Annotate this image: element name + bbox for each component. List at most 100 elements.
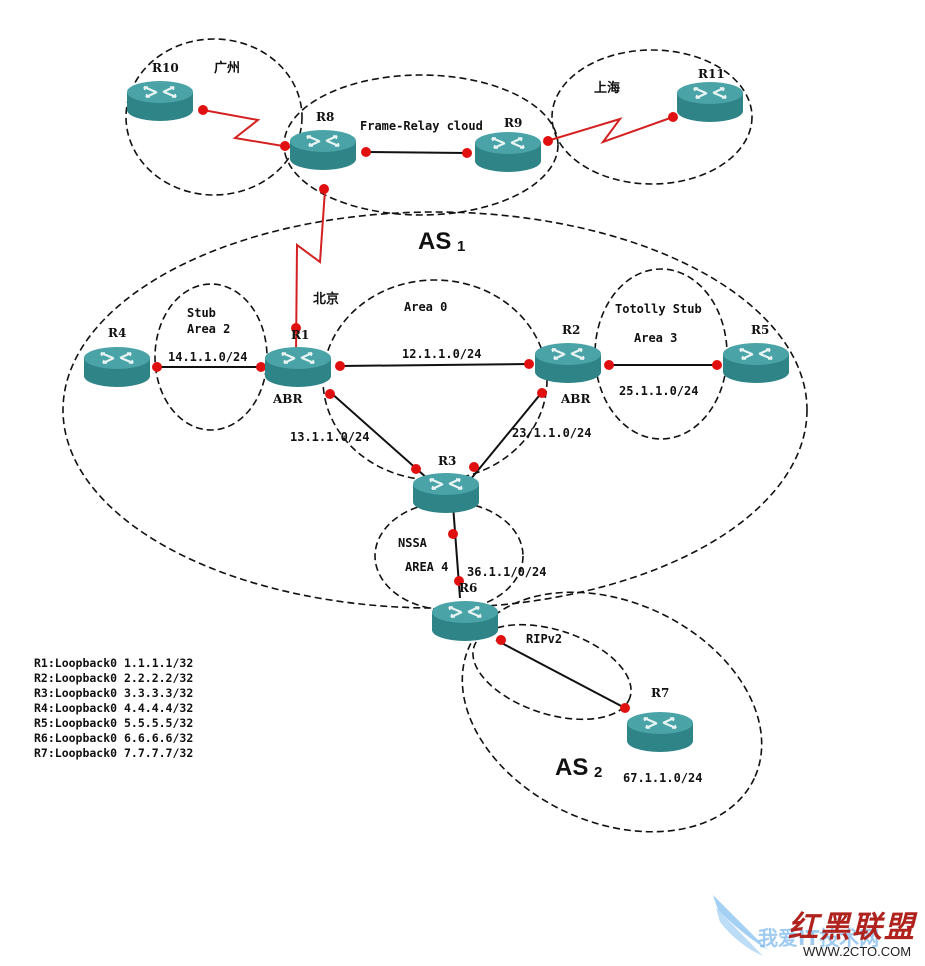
as2-title: AS 2 <box>555 754 602 781</box>
as2-title-main: AS <box>555 754 588 781</box>
port-dot <box>668 112 678 122</box>
loopback-entry: R2:Loopback0 2.2.2.2/32 <box>34 671 194 685</box>
link-r1-r2 <box>339 363 531 367</box>
router-icon-r11[interactable] <box>675 80 745 124</box>
link-r6-r7 <box>495 639 626 709</box>
port-dot <box>448 529 458 539</box>
label-ripv2: RIPv2 <box>526 632 562 646</box>
abr-label-r2: ABR <box>560 392 591 406</box>
watermark-slogan: 我爱IT技术网 <box>758 926 880 950</box>
label-area-2: Area 2 <box>187 322 230 336</box>
router-label-r4: R4 <box>108 326 126 340</box>
port-dot <box>411 464 421 474</box>
loopback-entry: R3:Loopback0 3.3.3.3/32 <box>34 686 194 700</box>
label-nssa: NSSA <box>398 536 428 550</box>
routers <box>82 79 791 754</box>
loopback-entry: R4:Loopback0 4.4.4.4/32 <box>34 701 194 715</box>
router-icon-r4[interactable] <box>82 345 152 389</box>
router-label-r8: R8 <box>316 110 334 124</box>
subnet-label-r2-r3: 23/1.1.0/24 <box>512 426 591 440</box>
watermark-url: WWW.2CTO.COM <box>803 944 912 959</box>
router-icon-r6[interactable] <box>430 599 500 643</box>
label-beijing: 北京 <box>313 291 339 307</box>
router-label-r6: R6 <box>459 581 477 595</box>
watermark: 我爱IT技术网 红黑联盟 WWW.2CTO.COM <box>708 890 923 962</box>
loopback-entry: R6:Loopback0 6.6.6.6/32 <box>34 731 194 745</box>
router-icon-r9[interactable] <box>473 130 543 174</box>
port-dot <box>319 184 329 194</box>
router-label-r10: R10 <box>152 61 179 75</box>
port-dot <box>604 360 614 370</box>
port-dot <box>496 635 506 645</box>
link-r8-r9 <box>365 151 468 154</box>
wing-logo-icon <box>713 895 768 956</box>
port-dot <box>361 147 371 157</box>
port-dot <box>335 361 345 371</box>
router-icon-r3[interactable] <box>411 471 481 515</box>
link-r10-r8 <box>202 109 326 154</box>
zone-as2 <box>461 591 763 833</box>
as2-title-sub: 2 <box>594 764 602 781</box>
link-r2-r3 <box>469 390 544 481</box>
port-dot <box>291 323 301 333</box>
as1-title-sub: 1 <box>457 238 465 255</box>
label-shanghai: 上海 <box>594 80 620 96</box>
zone-totally-stub-area-3 <box>594 268 728 440</box>
port-dot <box>469 462 479 472</box>
router-label-r1: R1 <box>291 328 309 342</box>
abr-label-r1: ABR <box>272 392 303 406</box>
subnet-label-r2-r5: 25.1.1.0/24 <box>619 384 698 398</box>
router-label-r7: R7 <box>651 686 669 700</box>
router-icon-r1[interactable] <box>263 345 333 389</box>
router-label-r5: R5 <box>751 323 769 337</box>
link-r9-r11 <box>546 116 674 145</box>
port-dot <box>524 359 534 369</box>
loopback-list: R1:Loopback0 1.1.1.1/32 R2:Loopback0 2.2… <box>34 656 193 761</box>
label-area-0: Area 0 <box>404 300 447 314</box>
port-dot <box>280 141 290 151</box>
port-dot <box>256 362 266 372</box>
zone-as1 <box>62 211 808 609</box>
as1-title: AS 1 <box>418 228 465 255</box>
zone-ripv2 <box>472 623 632 721</box>
loopback-entry: R1:Loopback0 1.1.1.1/32 <box>34 656 194 670</box>
subnet-label-r3-r6: 36.1.1/0/24 <box>467 565 546 579</box>
port-dot <box>620 703 630 713</box>
subnet-label-r6-r7: 67.1.1.0/24 <box>623 771 702 785</box>
label-stub: Stub <box>187 306 216 320</box>
router-icon-r8[interactable] <box>288 128 358 172</box>
subnet-label-r1-r2: 12.1.1.0/24 <box>402 347 481 361</box>
zone-shanghai <box>551 49 753 185</box>
zone-nssa-area-4 <box>374 501 524 611</box>
port-dot <box>325 389 335 399</box>
loopback-entry: R7:Loopback0 7.7.7.7/32 <box>34 746 194 760</box>
label-guangzhou: 广州 <box>214 60 240 76</box>
as1-title-main: AS <box>418 228 451 255</box>
port-dot <box>198 105 208 115</box>
label-totally-stub: Totolly Stub <box>615 302 702 316</box>
router-icon-r5[interactable] <box>721 341 791 385</box>
subnet-labels: 14.1.1.0/24 12.1.1.0/24 25.1.1.0/24 13.1… <box>168 347 702 785</box>
port-dots <box>152 105 722 713</box>
link-r8-r1 <box>295 189 326 356</box>
router-icon-r7[interactable] <box>625 710 695 754</box>
router-icon-r10[interactable] <box>125 79 195 123</box>
loopback-entry: R5:Loopback0 5.5.5.5/32 <box>34 716 194 730</box>
port-dot <box>543 136 553 146</box>
router-label-r2: R2 <box>562 323 580 337</box>
zone-labels: 广州 上海 Frame-Relay cloud 北京 Stub Area 2 A… <box>187 60 702 646</box>
router-icon-r2[interactable] <box>533 341 603 385</box>
router-labels: R10 R8 R9 R11 R4 R1 R2 R5 R3 R6 R7 ABR A… <box>108 61 769 700</box>
label-area-3: Area 3 <box>634 331 677 345</box>
label-area-4: AREA 4 <box>405 560 448 574</box>
label-frame-relay-cloud: Frame-Relay cloud <box>360 119 483 133</box>
subnet-label-r1-r3: 13.1.1.0/24 <box>290 430 369 444</box>
subnet-label-r4-r1: 14.1.1.0/24 <box>168 350 247 364</box>
link-r1-r3 <box>329 391 429 480</box>
port-dot <box>462 148 472 158</box>
router-label-r9: R9 <box>504 116 522 130</box>
links <box>157 109 719 709</box>
zone-guangzhou <box>125 38 303 196</box>
port-dot <box>537 388 547 398</box>
